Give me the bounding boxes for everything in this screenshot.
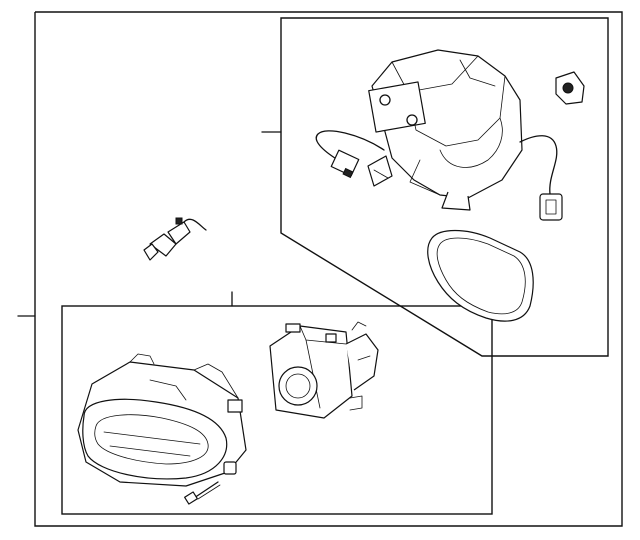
connector-icon: [315, 130, 563, 221]
projector-lens-icon: [269, 321, 379, 419]
clip-icon: [555, 71, 585, 105]
bracket-housing-icon: [367, 49, 523, 211]
bracket-assembly-frame: [261, 17, 609, 357]
halogen-bulb-icon: [143, 217, 207, 261]
screw-icon: [184, 481, 221, 505]
outer-frame: [17, 11, 623, 527]
gasket-icon: [427, 229, 534, 322]
lamp-assembly-frame: [61, 291, 493, 515]
fog-lamp-housing-icon: [77, 353, 247, 487]
